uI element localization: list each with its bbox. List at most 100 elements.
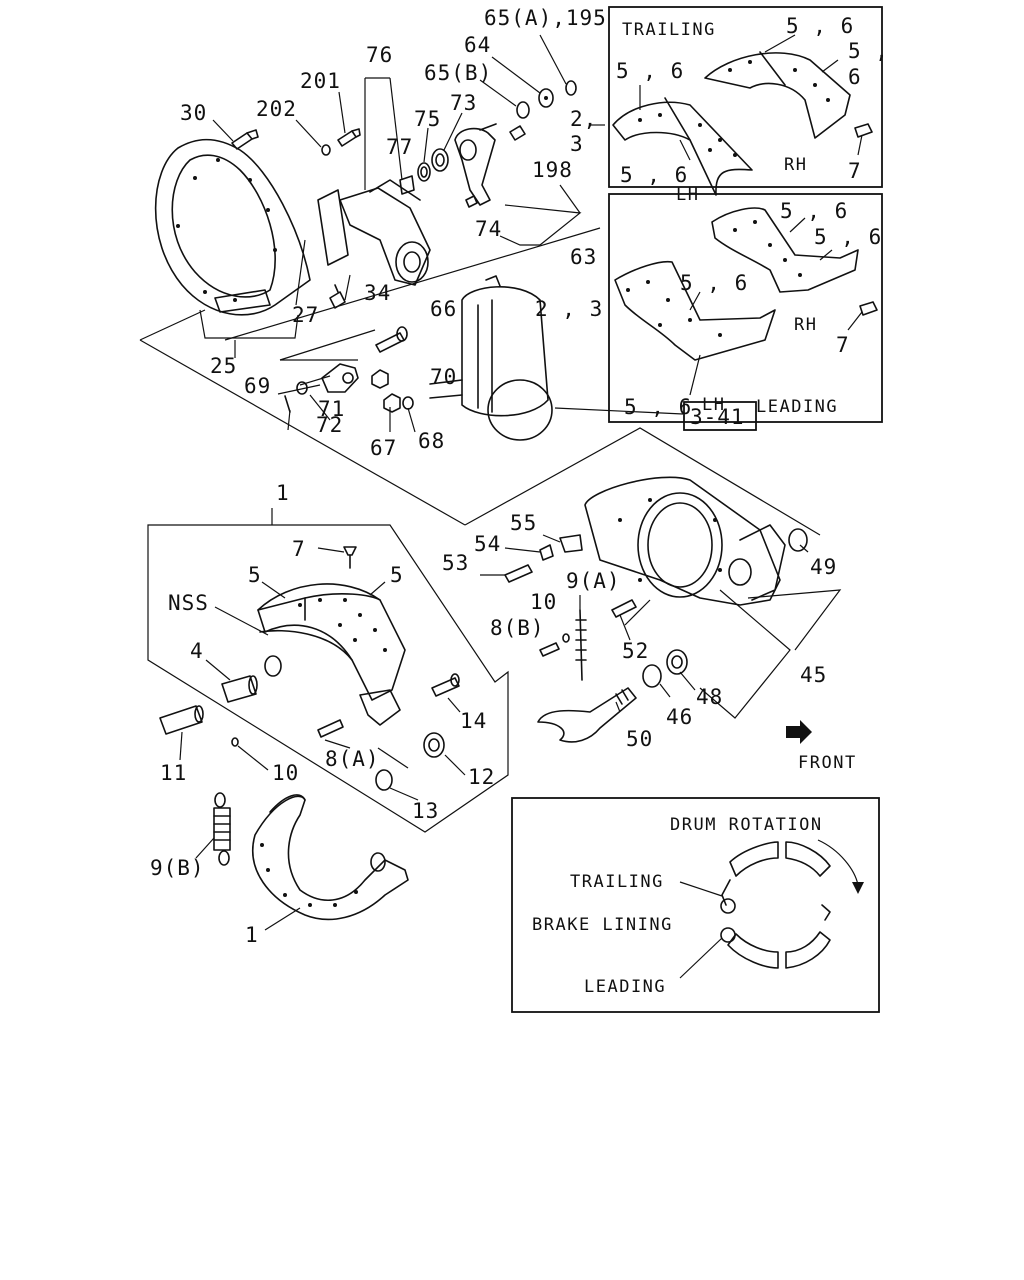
spring-9b-icon	[213, 792, 231, 866]
trailing-inset-title: TRAILING	[622, 20, 716, 40]
leading-inset-frame	[608, 193, 883, 423]
chamber-bracket-69	[321, 363, 359, 393]
label-198: 198	[532, 158, 573, 182]
roller-4-icon	[221, 675, 258, 703]
label-10-mid: 10	[530, 590, 557, 614]
seal-75-icon	[417, 162, 431, 182]
leader-lines-top	[139, 34, 684, 526]
rotation-inset-title: DRUM ROTATION	[670, 815, 823, 835]
label-54: 54	[474, 532, 501, 556]
label-70: 70	[430, 365, 457, 389]
label-202: 202	[256, 97, 297, 121]
leader-lines-lower	[195, 837, 301, 931]
clip-10-left-icon	[231, 737, 239, 747]
washer-68-icon	[402, 396, 414, 410]
label-72: 72	[316, 413, 343, 437]
label-69: 69	[244, 374, 271, 398]
brake-shoe-lower	[252, 794, 409, 921]
ref-box-3-41	[683, 401, 757, 431]
ring-13-icon	[375, 769, 393, 791]
label-7: 7	[292, 537, 306, 561]
nut-70-icon	[371, 369, 389, 389]
leading-inset-title: LEADING	[756, 397, 838, 417]
label-8b: 8(B)	[490, 616, 545, 640]
trailing-label-56-top: 5 , 6	[786, 14, 854, 38]
label-13: 13	[412, 799, 439, 823]
label-1-bottom: 1	[245, 923, 259, 947]
label-66: 66	[430, 297, 457, 321]
label-2-top: 2,	[570, 107, 597, 131]
label-9a: 9(A)	[566, 569, 621, 593]
leading-label-56-right: 5 , 6	[814, 225, 882, 249]
rotation-label-brake-lining: BRAKE LINING	[532, 915, 673, 935]
label-48: 48	[696, 685, 723, 709]
leader-lines-shoe	[179, 547, 466, 801]
bolt-201-icon	[337, 128, 361, 147]
label-64: 64	[464, 33, 491, 57]
label-46: 46	[666, 705, 693, 729]
trailing-label-56-bottom: 5 , 6	[620, 163, 688, 187]
label-front: FRONT	[798, 753, 857, 773]
leading-label-rh: RH	[794, 315, 817, 335]
ref-box-label: 3-41	[690, 405, 745, 429]
leading-label-7: 7	[836, 333, 850, 357]
label-14: 14	[460, 709, 487, 733]
bushing-77-icon	[399, 175, 415, 195]
label-8a: 8(A)	[325, 747, 380, 771]
rotation-diagram	[679, 839, 864, 979]
label-63: 63	[570, 245, 597, 269]
label-53: 53	[442, 551, 469, 575]
bolt-66-icon	[375, 326, 408, 353]
label-45: 45	[800, 663, 827, 687]
rotation-label-leading: LEADING	[584, 977, 666, 997]
label-73: 73	[450, 91, 477, 115]
trailing-label-rh: RH	[784, 155, 807, 175]
label-65a-195: 65(A),195	[484, 6, 607, 30]
trailing-inset-frame	[608, 6, 883, 188]
camshaft-bracket	[317, 179, 431, 286]
label-30: 30	[180, 101, 207, 125]
rotation-label-trailing: TRAILING	[570, 872, 664, 892]
bolt-53-icon	[504, 564, 533, 583]
leading-label-lh: LH	[702, 395, 725, 415]
bolt-52-icon	[611, 599, 637, 618]
trailing-label-56-left: 5 , 6	[616, 59, 684, 83]
spring-9a-icon	[575, 609, 587, 681]
pin-14-icon	[431, 673, 460, 697]
label-74: 74	[475, 217, 502, 241]
leader-lines-middle	[464, 427, 842, 719]
label-25: 25	[210, 354, 237, 378]
label-49: 49	[810, 555, 837, 579]
washer-64-icon	[538, 88, 554, 108]
label-65b: 65(B)	[424, 61, 492, 85]
label-75: 75	[414, 107, 441, 131]
leading-label-56-mid: 5 , 6	[680, 271, 748, 295]
bushing-49-icon	[788, 528, 808, 552]
leading-label-56-top: 5 , 6	[780, 199, 848, 223]
camshaft-50	[537, 687, 637, 743]
label-5-right: 5	[390, 563, 404, 587]
label-76: 76	[366, 43, 393, 67]
trailing-lh-lining	[612, 97, 753, 196]
label-5-left: 5	[248, 563, 262, 587]
trailing-label-56-right: 5 ,	[848, 39, 889, 63]
label-50: 50	[626, 727, 653, 751]
bracket-55-icon	[559, 534, 583, 553]
pin-8a-icon	[317, 719, 344, 738]
clip-10-mid-icon	[562, 633, 570, 643]
plate-54-icon	[539, 544, 554, 561]
brake-chamber	[429, 275, 553, 441]
label-71: 71	[318, 397, 345, 421]
label-27: 27	[292, 303, 319, 327]
label-nss: NSS	[168, 591, 209, 615]
washer-65b-icon	[516, 101, 530, 119]
front-arrow-icon	[786, 720, 812, 744]
label-201: 201	[300, 69, 341, 93]
drum-rotation-inset-frame	[511, 797, 880, 1013]
label-10-left: 10	[272, 761, 299, 785]
label-52: 52	[622, 639, 649, 663]
anchor-pin-11-icon	[159, 705, 204, 735]
label-2-3-mid: 2 , 3	[535, 297, 603, 321]
pin-8b-icon	[539, 642, 560, 657]
